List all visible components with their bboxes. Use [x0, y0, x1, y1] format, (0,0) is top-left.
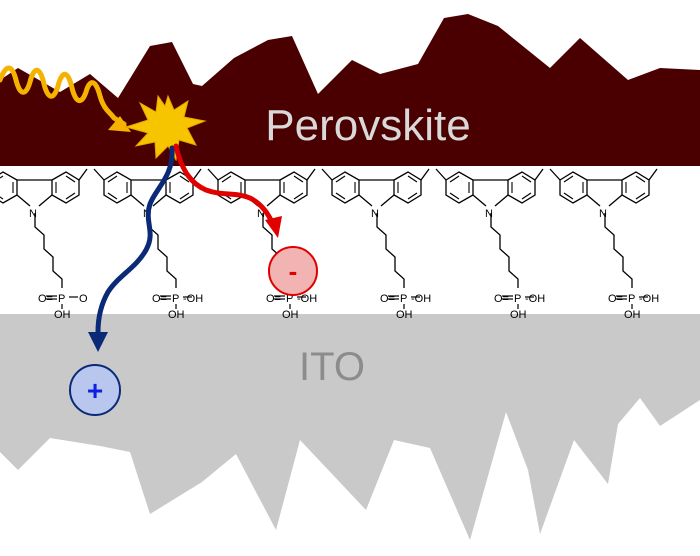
phosphorus-atom: P — [172, 293, 179, 305]
phosphonate-oh: OH — [510, 309, 527, 321]
phosphonate-o-double: O= — [152, 293, 167, 305]
phosphonate-oh-right: -OH — [183, 293, 203, 305]
phosphonate-o: O — [79, 293, 88, 305]
nitrogen-atom: N — [599, 208, 607, 220]
phosphonate-oh-right: -OH — [639, 293, 659, 305]
phosphonate-o-double: O= — [266, 293, 281, 305]
sam-molecule-6: N O= P -OH OH — [549, 168, 659, 321]
phosphorus-atom: P — [628, 293, 635, 305]
phosphonate-oh: OH — [396, 309, 413, 321]
phosphorus-atom: P — [286, 293, 293, 305]
phosphonate-oh-right: -OH — [525, 293, 545, 305]
sam-molecule-4: N O= P -OH OH — [321, 168, 431, 321]
photon-wave — [0, 65, 127, 127]
phosphorus-atom: P — [58, 293, 65, 305]
nitrogen-atom: N — [257, 208, 265, 220]
nitrogen-atom: N — [29, 208, 37, 220]
hole-arrowhead — [88, 332, 108, 352]
phosphonate-o-double: O= — [494, 293, 509, 305]
sam-molecule-3: N O= P -OH OH — [207, 168, 317, 321]
electron-arrowhead — [265, 216, 282, 238]
ito-layer — [0, 314, 700, 540]
nitrogen-atom: N — [485, 208, 493, 220]
ito-label: ITO — [299, 345, 365, 389]
hole-charge-icon — [69, 364, 121, 416]
phosphorus-atom: P — [400, 293, 407, 305]
phosphonate-oh-right: -OH — [411, 293, 431, 305]
photon-arrowhead — [108, 116, 131, 132]
phosphonate-oh-right: -OH — [297, 293, 317, 305]
phosphonate-oh: OH — [282, 309, 299, 321]
electron-transfer-arrow — [173, 143, 275, 225]
excitation-burst-icon — [124, 94, 207, 162]
electron-charge-label: - — [289, 256, 298, 286]
perovskite-label: Perovskite — [265, 101, 470, 150]
phosphonate-oh: OH — [624, 309, 641, 321]
phosphonate-o-double: O= — [38, 293, 53, 305]
phosphorus-atom: P — [514, 293, 521, 305]
phosphonate-o-double: O= — [380, 293, 395, 305]
nitrogen-atom: N — [371, 208, 379, 220]
electron-charge-icon — [268, 246, 318, 296]
phosphonate-o-double: O= — [608, 293, 623, 305]
sam-molecule-5: N O= P -OH OH — [435, 168, 545, 321]
hole-transfer-arrow — [95, 145, 175, 335]
hole-charge-label: + — [87, 375, 103, 406]
sam-molecule-1: N O= P O OH — [0, 168, 88, 321]
phosphonate-oh: OH — [54, 309, 71, 321]
phosphonate-oh: OH — [168, 309, 185, 321]
